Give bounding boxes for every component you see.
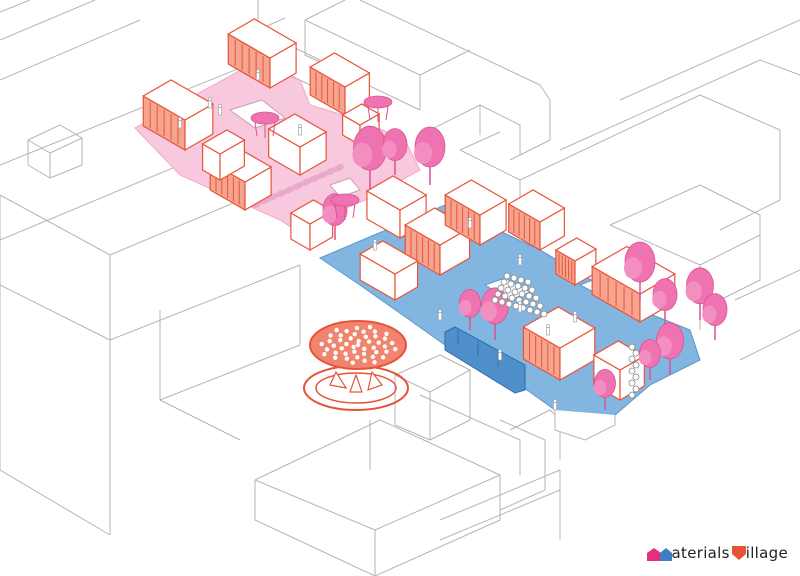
container-building [554,237,598,287]
pink-tree [685,267,714,320]
pink-pavilion [363,95,393,122]
people-figures [178,69,577,411]
person-figure [498,349,502,361]
container-building [507,189,566,252]
container-building [142,79,215,152]
house-pink-icon [646,548,661,561]
logo-word-one: aterials [671,544,730,562]
pink-tree [382,128,408,175]
person-figure [438,309,442,321]
container-building [522,306,597,382]
person-figure [373,239,377,251]
pink-tree [458,288,481,330]
pink-tree [352,125,387,190]
park-pavilions [250,95,393,220]
person-figure [256,69,260,81]
pink-tree [652,278,678,325]
container-building [267,113,328,177]
pink-tree [593,368,616,410]
container-building [201,129,246,182]
house-red-icon [731,546,746,560]
container-building [443,179,508,247]
pink-tree [655,322,684,375]
pink-pavilion [250,111,280,138]
logo-word-two: illage [745,544,788,562]
container-building [308,52,371,117]
person-figure [518,301,522,313]
lattice-sculpture [491,272,548,318]
pink-tree [624,241,656,300]
house-blue-icon [659,548,672,561]
materials-village-logo: aterials illage [646,544,788,562]
pink-tree [638,338,661,380]
person-figure [553,399,557,411]
container-building [289,199,334,252]
person-figure [518,254,522,266]
column-sculpture [628,343,640,399]
person-figure [178,117,182,129]
pink-tree [702,293,728,340]
trees [322,125,728,410]
container-buildings [142,18,677,402]
tree-sculpture-canopy [303,320,409,411]
person-figure [298,124,302,136]
pink-pavilion [330,193,360,220]
person-figure [573,311,577,323]
pink-tree [414,126,446,185]
person-figure [468,217,472,229]
blue-plaza-wall [444,326,526,394]
person-figure [208,97,212,109]
person-figure [546,324,550,336]
person-figure [218,104,222,116]
